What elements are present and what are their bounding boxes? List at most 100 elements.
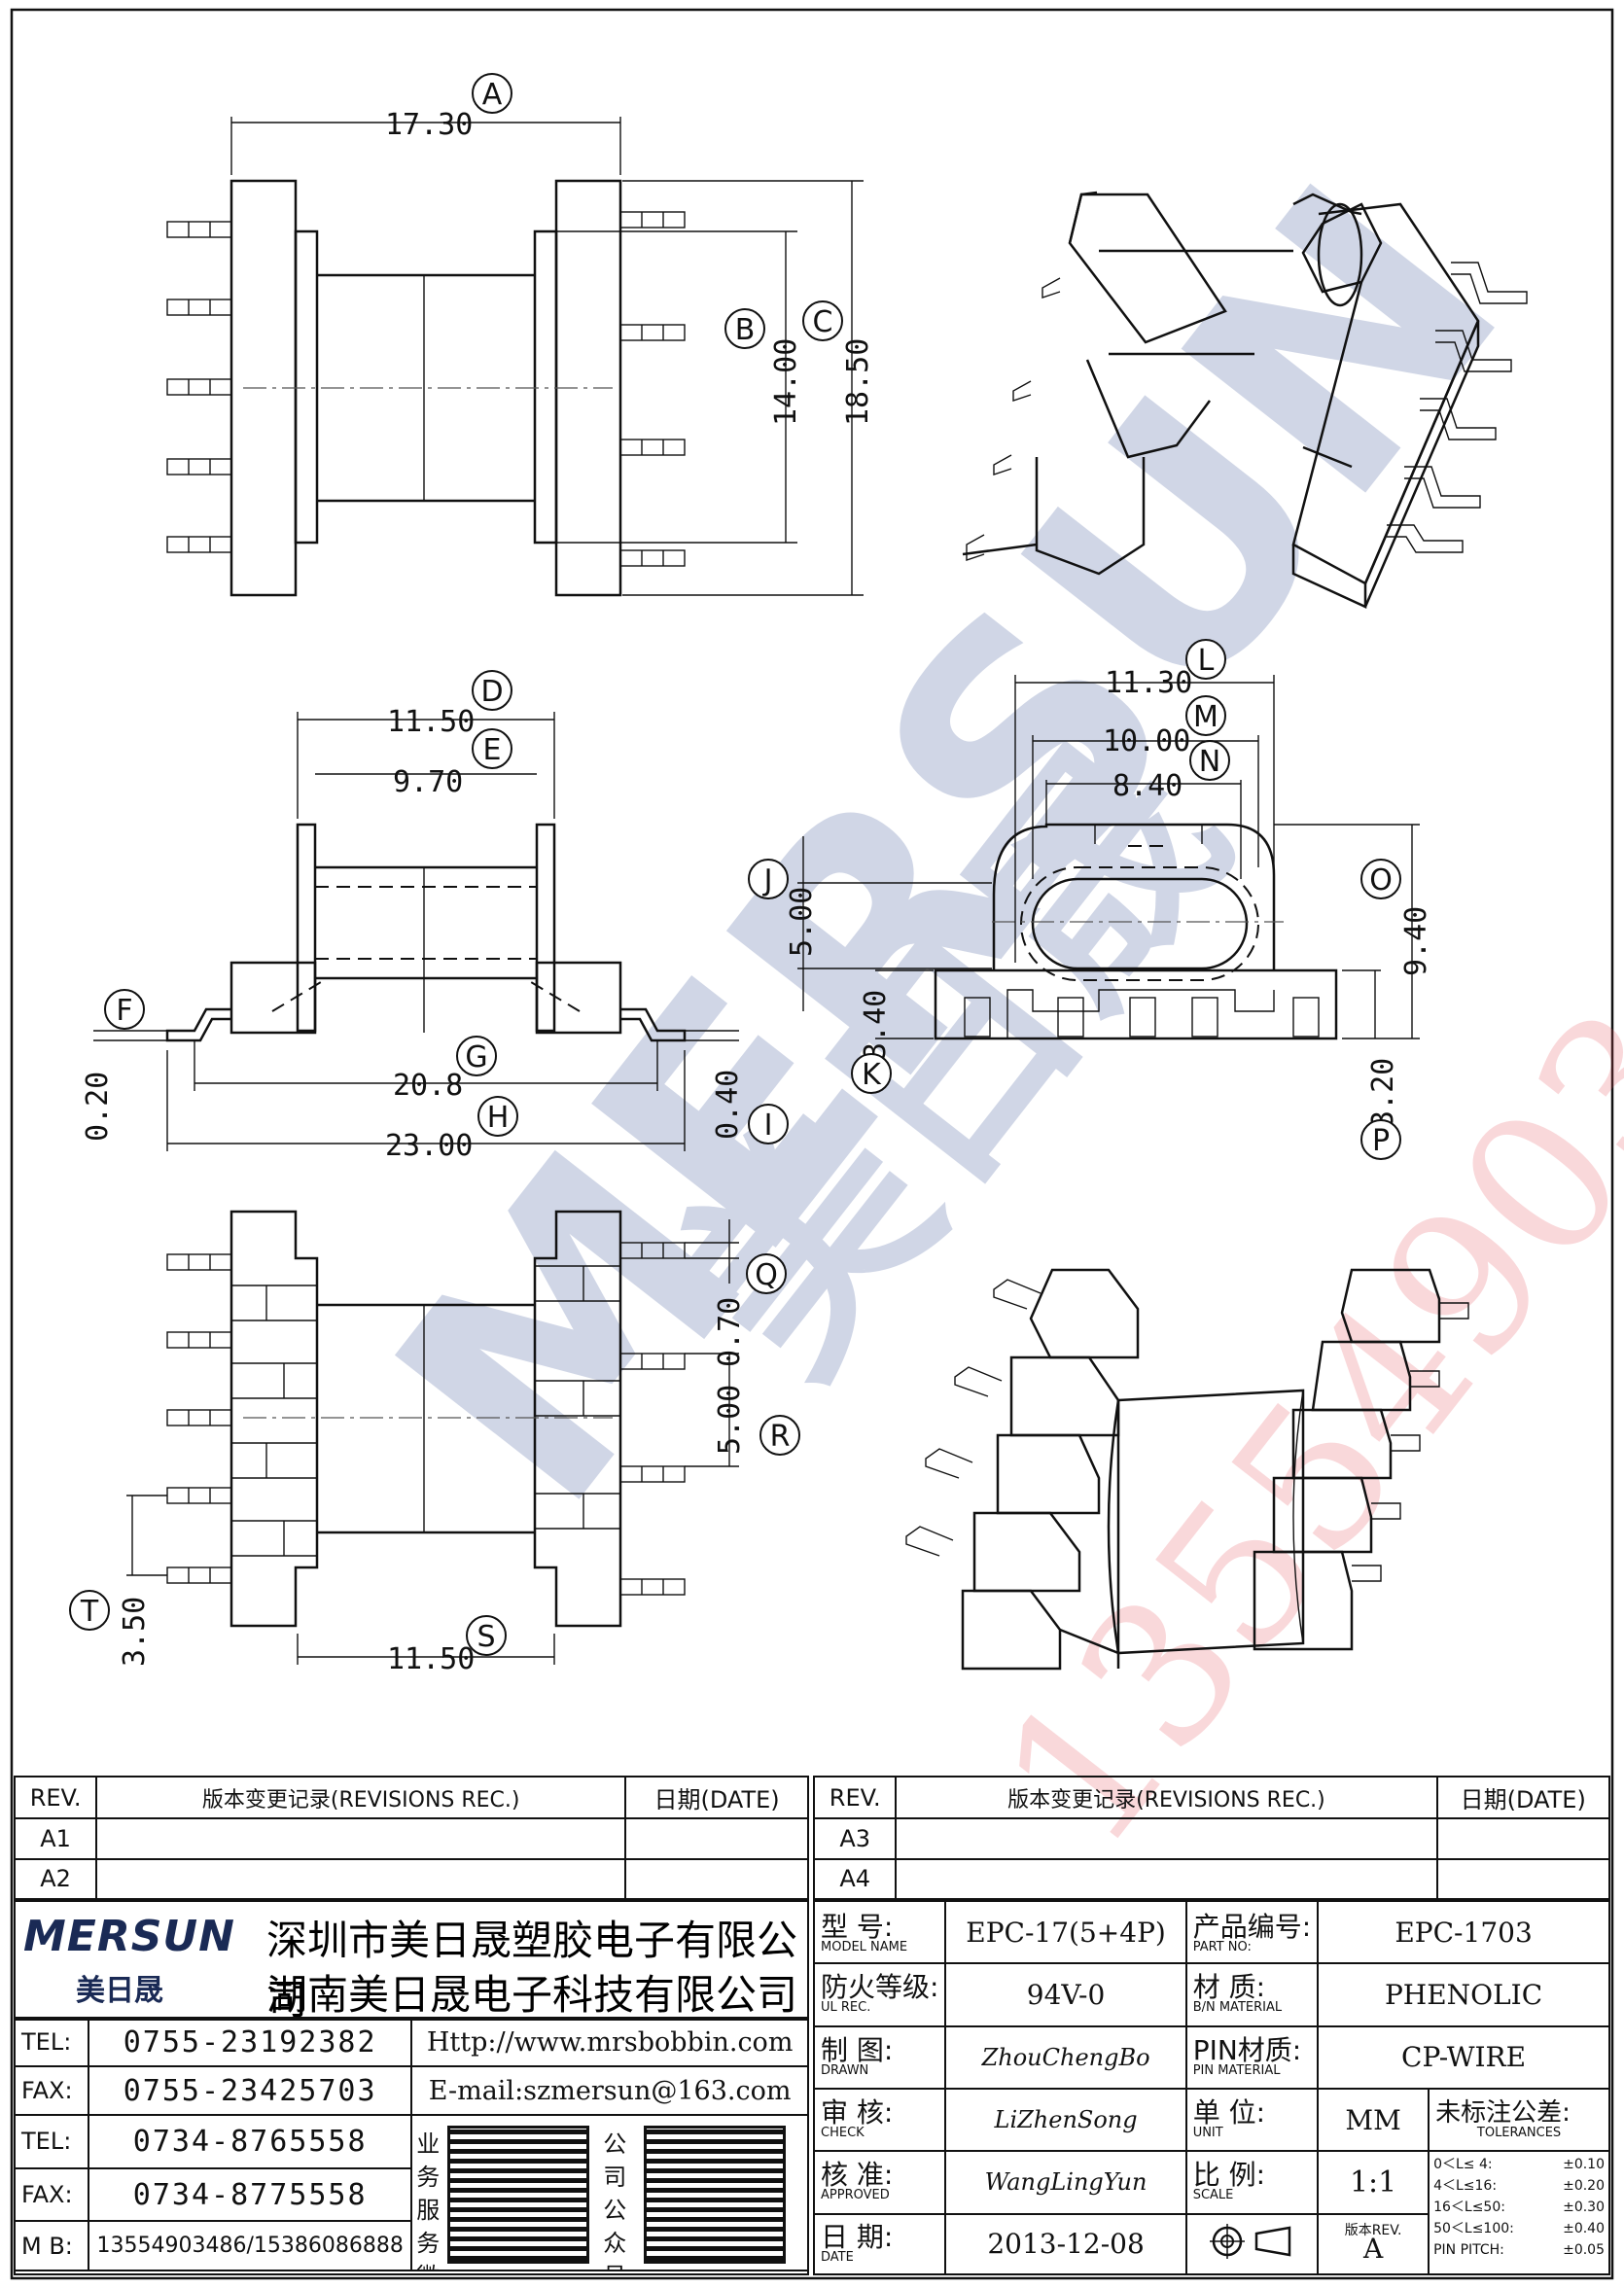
- company-header: MERSUN 美日晟 深圳市美日晟塑胶电子有限公司 湖南美日晟电子科技有限公司: [16, 1902, 807, 2024]
- date-label: 日 期:: [821, 2220, 894, 2253]
- dim-M: 10.00: [1103, 724, 1190, 758]
- dim-L: 11.30: [1105, 666, 1192, 700]
- drawn-sub: DRAWN: [821, 2062, 869, 2078]
- tolerance-row: 16＜L≤50:±0.30: [1433, 2200, 1605, 2216]
- approved-value: WangLingYun: [944, 2150, 1187, 2215]
- callout-p: P: [1372, 1124, 1390, 1158]
- part-sub: PART NO:: [1192, 1940, 1252, 1955]
- ul-label: 防火等级:: [821, 1971, 939, 2004]
- sheet-border: [10, 8, 1614, 2280]
- approved-sub: APPROVED: [821, 2188, 890, 2203]
- tolerance-row: 4＜L≤16:±0.20: [1433, 2178, 1605, 2195]
- rev-row-a4: A4: [812, 1857, 898, 1901]
- callout-t: T: [80, 1595, 99, 1629]
- callout-circle-m: [1185, 695, 1226, 736]
- model-label: 型 号:: [821, 1911, 894, 1944]
- check-value: LiZhenSong: [944, 2087, 1187, 2153]
- callout-circle-t: [69, 1590, 110, 1631]
- website: Http://www.mrsbobbin.com: [410, 2017, 809, 2067]
- qr-code-official: [644, 2126, 787, 2264]
- check-sub: CHECK: [821, 2126, 865, 2141]
- side-view: 11.30 10.00 8.40 5.00 3.40 9.40 3.20: [785, 666, 1433, 1128]
- rev-row-a3: A3: [812, 1817, 898, 1860]
- callout-o: O: [1369, 863, 1393, 898]
- tol-sub: TOLERANCES: [1476, 2126, 1562, 2141]
- rev-header: REV.: [13, 1775, 98, 1820]
- callout-h: H: [487, 1101, 510, 1135]
- callout-circle-c: [802, 300, 843, 341]
- tolerance-row: PIN PITCH:±0.05: [1433, 2242, 1605, 2259]
- company-logo: MERSUN: [23, 1912, 235, 1961]
- material-label: 材 质:: [1192, 1971, 1266, 2004]
- dim-T: 3.50: [118, 1597, 152, 1667]
- callout-circle-l: [1185, 639, 1226, 680]
- rev-date-header: 日期(DATE): [624, 1775, 809, 1820]
- front-view: 11.50 9.70 20.8 23.00 0.20 0.40: [81, 705, 745, 1163]
- dim-I: 0.40: [711, 1070, 745, 1140]
- dim-D: 11.50: [387, 705, 475, 739]
- dim-A: 17.30: [385, 108, 473, 142]
- callout-circle-k: [851, 1053, 892, 1094]
- dim-O: 9.40: [1399, 906, 1433, 976]
- callout-circle-p: [1360, 1119, 1401, 1160]
- rev-row-a1: A1: [13, 1817, 98, 1860]
- first-angle-projection-icon: [1210, 2223, 1291, 2259]
- fax-2: 0734-8775558: [88, 2166, 413, 2223]
- top-view: 17.30 14.00 18.50: [166, 108, 875, 597]
- spec-table: 型 号:MODEL NAME EPC-17(5+4P) 产品编号:PART NO…: [812, 1899, 1610, 2276]
- callout-e: E: [483, 733, 502, 767]
- mb-label: M B:: [13, 2220, 90, 2271]
- callout-circle-i: [748, 1104, 789, 1144]
- revisions-left: REV. 版本变更记录(REVISIONS REC.) 日期(DATE) A1 …: [13, 1775, 809, 1901]
- dim-R: 5.00: [713, 1385, 747, 1455]
- fax-label-1: FAX:: [13, 2065, 90, 2116]
- callout-circle-o: [1360, 859, 1401, 899]
- dim-K: 3.40: [859, 990, 893, 1060]
- date-sub: DATE: [821, 2249, 854, 2265]
- pin-sub: PIN MATERIAL: [1192, 2062, 1281, 2078]
- tel-label-1: TEL:: [13, 2017, 90, 2067]
- unit-label: 单 位:: [1192, 2096, 1266, 2130]
- ul-sub: UL REC.: [821, 2000, 871, 2016]
- tolerance-row: 50＜L≤100:±0.40: [1433, 2221, 1605, 2237]
- contact-table: TEL: 0755-23192382 Http://www.mrsbobbin.…: [13, 2017, 809, 2271]
- pin-value: CP-WIRE: [1317, 2024, 1610, 2090]
- approved-label: 核 准:: [821, 2159, 894, 2192]
- ul-value: 94V-0: [944, 1962, 1187, 2027]
- scale-value: 1:1: [1317, 2150, 1430, 2215]
- callout-c: C: [813, 305, 833, 339]
- callout-circle-g: [456, 1036, 497, 1076]
- scale-label: 比 例:: [1192, 2159, 1266, 2192]
- iso-view-top: [962, 191, 1528, 609]
- callout-circle-f: [104, 989, 145, 1030]
- tel-1: 0755-23192382: [88, 2017, 413, 2067]
- part-label: 产品编号:: [1192, 1911, 1312, 1944]
- check-label: 审 核:: [821, 2096, 894, 2130]
- rev-rec-header-right: 版本变更记录(REVISIONS REC.): [895, 1775, 1438, 1820]
- company-logo-cn: 美日晟: [76, 1974, 163, 2008]
- callout-circle-b: [724, 308, 765, 349]
- fax-label-2: FAX:: [13, 2166, 90, 2223]
- drawn-value: ZhouChengBo: [944, 2024, 1187, 2090]
- callout-circle-h: [477, 1096, 518, 1137]
- model-sub: MODEL NAME: [821, 1940, 908, 1955]
- callout-l: L: [1198, 644, 1215, 678]
- callout-k: K: [862, 1058, 882, 1092]
- callout-s: S: [477, 1620, 495, 1654]
- fax-1: 0755-23425703: [88, 2065, 413, 2116]
- tolerance-list: 0＜L≤ 4:±0.10 4＜L≤16:±0.20 16＜L≤50:±0.30 …: [1428, 2150, 1610, 2275]
- dim-F: 0.20: [81, 1072, 115, 1142]
- callout-circle-a: [472, 73, 512, 114]
- email: E-mail:szmersun@163.com: [410, 2065, 809, 2116]
- callout-circle-d: [472, 670, 512, 711]
- tel-label-2: TEL:: [13, 2114, 90, 2169]
- unit-sub: UNIT: [1192, 2126, 1223, 2141]
- bottom-view: 0.70 5.00 3.50 11.50: [118, 1210, 747, 1676]
- dim-B: 14.00: [769, 338, 803, 426]
- dim-G: 20.8: [393, 1069, 463, 1103]
- company-block: MERSUN 美日晟 深圳市美日晟塑胶电子有限公司 湖南美日晟电子科技有限公司 …: [13, 1900, 809, 2275]
- dim-H: 23.00: [385, 1129, 473, 1163]
- material-sub: B/N MATERIAL: [1192, 2000, 1283, 2016]
- qr2-label: 公司公众号: [603, 2130, 627, 2269]
- callout-m: M: [1193, 700, 1218, 734]
